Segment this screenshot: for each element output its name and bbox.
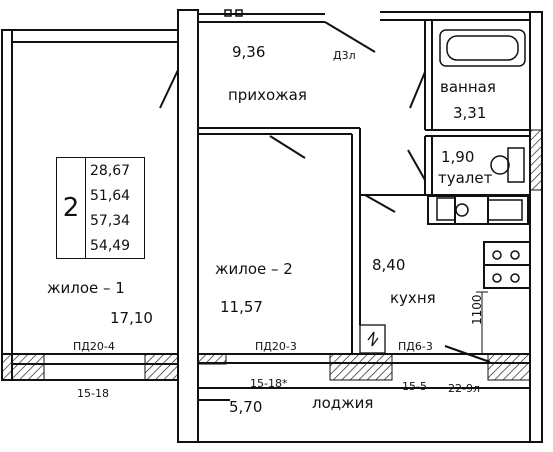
toilet-name: туалет [438, 169, 493, 187]
entry-marker [224, 9, 243, 17]
rooms-count: 2 [57, 158, 86, 258]
door-entry [324, 21, 376, 53]
bathroom-area: 3,31 [453, 104, 487, 122]
window-kitchen-mark: ПД6-3 [398, 340, 433, 353]
dimension-1100-label: 1100 [470, 294, 484, 325]
dimension-22-9: 22-9л [448, 382, 480, 395]
toilet-area: 1,90 [441, 148, 475, 166]
hallway-area: 9,36 [232, 43, 266, 61]
door-entry-mark: Д3л [333, 49, 356, 62]
stair-symbol [359, 324, 386, 354]
living1-name: жилое – 1 [47, 279, 125, 297]
window-living1-mark: ПД20-4 [73, 340, 115, 353]
right-outer-wall [529, 11, 543, 443]
bathroom-name: ванная [440, 78, 496, 96]
doors [159, 21, 491, 363]
toilet-icon [490, 155, 510, 175]
door-toilet [407, 149, 426, 181]
area-value-4: 54,49 [90, 237, 131, 254]
living2-area: 11,57 [220, 298, 263, 316]
door-living2 [269, 135, 306, 159]
dimension-15-18b: 15-18* [250, 377, 288, 390]
central-wall [177, 9, 199, 443]
door-loggia [444, 345, 491, 363]
door-living1 [159, 69, 179, 109]
dimension-15-5: 15-5 [402, 380, 427, 393]
loggia-name: лоджия [312, 394, 374, 412]
stove-icon [487, 199, 523, 221]
dimension-1100 [476, 291, 488, 355]
hatched-walls [1, 129, 543, 381]
hallway-name: прихожая [228, 86, 307, 104]
door-bathroom [409, 71, 426, 109]
area-value-2: 51,64 [90, 187, 131, 204]
loggia-area: 5,70 [229, 398, 263, 416]
kitchen-area: 8,40 [372, 256, 406, 274]
bathtub-icon [439, 29, 526, 67]
sink-icon [436, 197, 456, 221]
living1-area: 17,10 [110, 309, 153, 327]
left-outer-wall [1, 29, 13, 381]
area-value-1: 28,67 [90, 162, 131, 179]
dimension-15-18a: 15-18 [77, 387, 109, 400]
fixtures [436, 29, 526, 283]
living2-name: жилое – 2 [215, 260, 293, 278]
door-kitchen [364, 194, 396, 213]
window-living2-mark: ПД20-3 [255, 340, 297, 353]
area-value-3: 57,34 [90, 212, 131, 229]
apartment-area-box: 2 28,67 51,64 57,34 54,49 [56, 157, 145, 259]
kitchen-name: кухня [390, 289, 436, 307]
